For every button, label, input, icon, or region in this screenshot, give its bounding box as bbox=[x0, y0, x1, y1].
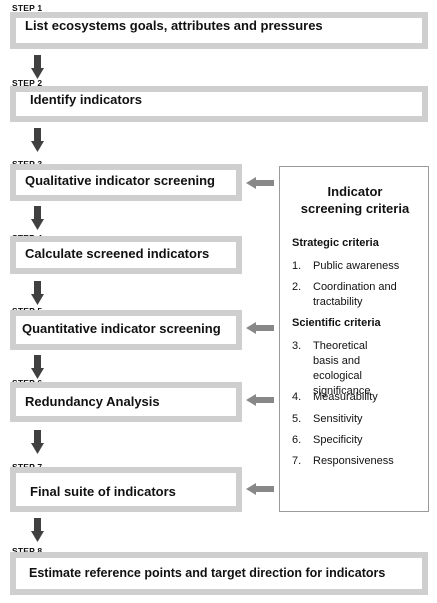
step-6-box bbox=[10, 382, 242, 422]
step-5-box bbox=[10, 310, 242, 350]
step-3-box bbox=[10, 164, 242, 201]
strategic-criteria-heading: Strategic criteria bbox=[292, 237, 379, 249]
arrow-down-7 bbox=[31, 518, 44, 542]
arrow-down-5 bbox=[31, 355, 44, 379]
arrow-left-step-7 bbox=[246, 483, 274, 495]
criterion-label: Public awareness bbox=[313, 260, 400, 272]
step-8-label: STEP 8 bbox=[12, 546, 43, 556]
criteria-title-line-1: Indicator bbox=[327, 184, 383, 199]
arrow-left-step-3 bbox=[246, 177, 274, 189]
arrow-down-6 bbox=[31, 430, 44, 454]
criterion-label: Responsiveness bbox=[313, 455, 394, 467]
criterion-label: Theoretical basis and ecological signifi… bbox=[313, 340, 371, 397]
arrow-down-4 bbox=[31, 281, 44, 305]
criterion-number: 3. bbox=[292, 340, 302, 352]
arrow-down-1 bbox=[31, 55, 44, 79]
criteria-title-line-2: screening criteria bbox=[300, 201, 410, 216]
step-1-label: STEP 1 bbox=[12, 3, 43, 13]
step-3-text: Qualitative indicator screening bbox=[25, 173, 215, 188]
step-4-text: Calculate screened indicators bbox=[25, 246, 210, 261]
step-1-box bbox=[10, 12, 428, 49]
criterion-number: 6. bbox=[292, 434, 302, 446]
step-8-text: Estimate reference points and target dir… bbox=[29, 566, 386, 580]
criterion-label: Coordination and tractability bbox=[313, 281, 397, 308]
criterion-number: 7. bbox=[292, 455, 302, 467]
step-7-text: Final suite of indicators bbox=[30, 484, 176, 499]
step-2-label: STEP 2 bbox=[12, 78, 43, 88]
criterion-label: Measurability bbox=[313, 391, 378, 403]
step-4-box bbox=[10, 236, 242, 274]
screening-criteria-panel: Indicator screening criteria Strategic c… bbox=[279, 166, 429, 512]
arrow-left-step-6 bbox=[246, 394, 274, 406]
step-2-box bbox=[10, 86, 428, 122]
criterion-number: 1. bbox=[292, 260, 302, 272]
step-7-box bbox=[10, 467, 242, 512]
arrow-left-step-5 bbox=[246, 322, 274, 334]
criterion-number: 2. bbox=[292, 281, 302, 293]
criterion-label: Sensitivity bbox=[313, 413, 363, 425]
arrow-down-3 bbox=[31, 206, 44, 230]
step-8-box bbox=[10, 552, 428, 595]
step-5-text: Quantitative indicator screening bbox=[22, 321, 221, 336]
step-6-text: Redundancy Analysis bbox=[25, 394, 160, 409]
step-1-text: List ecosystems goals, attributes and pr… bbox=[25, 18, 323, 33]
scientific-criteria-heading: Scientific criteria bbox=[292, 317, 381, 329]
criterion-number: 5. bbox=[292, 413, 302, 425]
step-2-text: Identify indicators bbox=[30, 92, 142, 107]
criterion-number: 4. bbox=[292, 391, 302, 403]
arrow-down-2 bbox=[31, 128, 44, 152]
criterion-label: Specificity bbox=[313, 434, 363, 446]
